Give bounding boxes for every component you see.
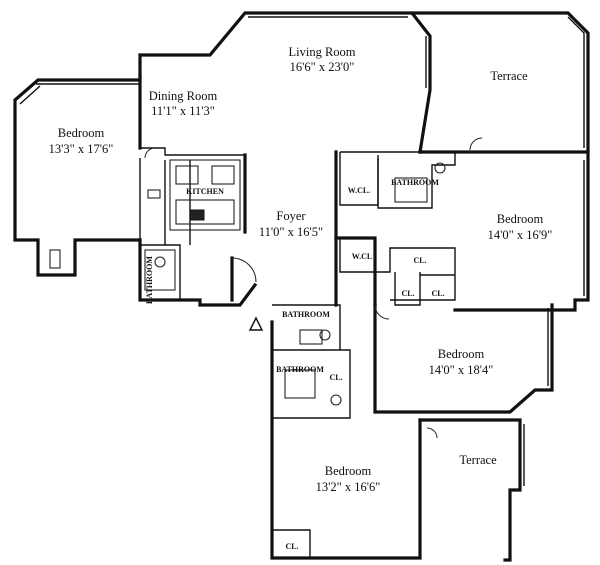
fixtures <box>49 159 446 406</box>
bedroom-west-dims: 13'3" x 17'6" <box>49 142 114 156</box>
living-room-dims: 16'6" x 23'0" <box>290 60 355 74</box>
bedroom-east-dims: 14'0" x 16'9" <box>488 228 553 242</box>
bathroom-center-label: BATHROOM <box>282 310 330 319</box>
exterior-walls <box>13 11 590 562</box>
bedroom-south-dims: 13'2" x 16'6" <box>316 480 381 494</box>
dining-room-name: Dining Room <box>149 89 218 103</box>
living-room-name: Living Room <box>288 45 355 59</box>
bedroom-south-name: Bedroom <box>325 464 372 478</box>
interior-partitions <box>139 147 456 558</box>
bedroom-mid-name: Bedroom <box>438 347 485 361</box>
terrace-bottom-name: Terrace <box>459 453 497 467</box>
bathroom-west-label: BATHROOM <box>145 256 154 304</box>
wcl-lower-label: W.CL <box>352 252 372 261</box>
bedroom-west-name: Bedroom <box>58 126 105 140</box>
closet-e-label: CL. <box>285 542 298 551</box>
dining-room-dims: 11'1" x 11'3" <box>151 104 215 118</box>
bathroom-lower-label: BATHROOM <box>276 365 324 374</box>
entrance-triangle-icon <box>248 316 264 331</box>
kitchen-label: KITCHEN <box>186 187 224 196</box>
windows <box>19 16 585 486</box>
bathroom-upper-label: BATHROOM <box>391 178 439 187</box>
closet-c-label: CL. <box>431 289 444 298</box>
foyer-dims: 11'0" x 16'5" <box>259 225 323 239</box>
terrace-top-name: Terrace <box>490 69 528 83</box>
doors <box>144 137 483 439</box>
wcl-upper-label: W.CL. <box>348 186 370 195</box>
foyer-name: Foyer <box>276 209 306 223</box>
bedroom-mid-dims: 14'0" x 18'4" <box>429 363 494 377</box>
closet-b-label: CL. <box>401 289 414 298</box>
closet-d-label: CL. <box>329 373 342 382</box>
closet-a-label: CL. <box>413 256 426 265</box>
bedroom-east-name: Bedroom <box>497 212 544 226</box>
